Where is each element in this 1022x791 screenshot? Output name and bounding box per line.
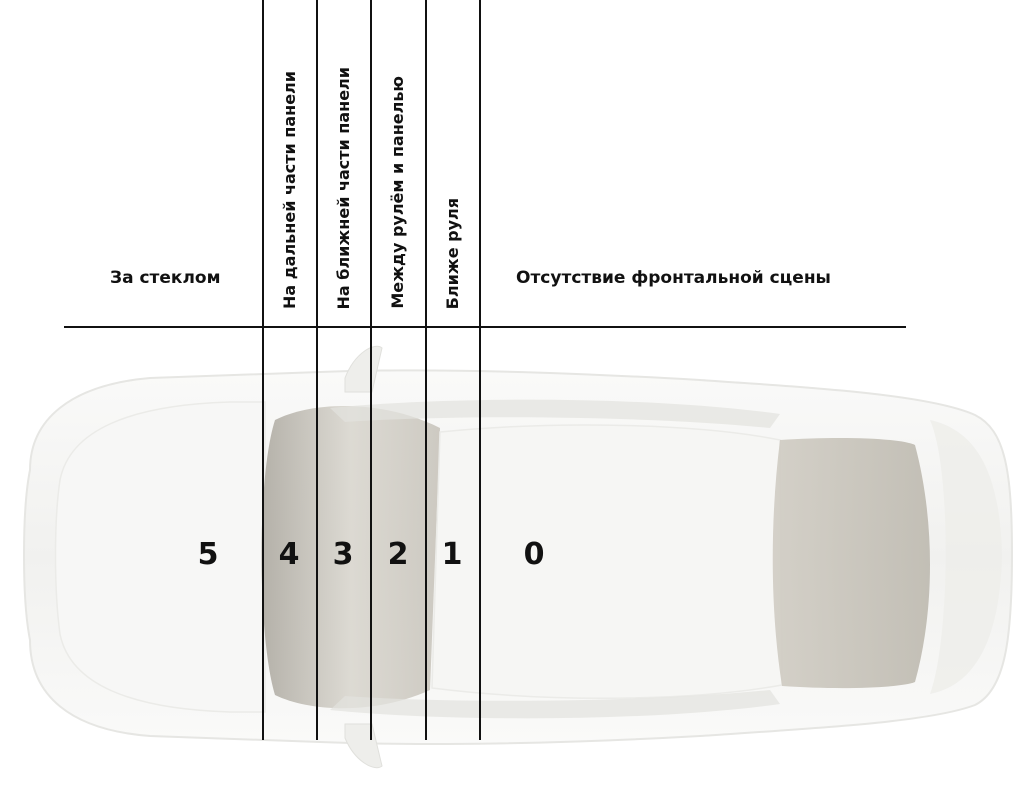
- zone-number-5: 5: [197, 537, 219, 572]
- side-mirror-bottom: [344, 723, 383, 769]
- zone-divider-line: [370, 0, 372, 740]
- zone-divider-line: [262, 0, 264, 740]
- zone-label-closer-than-wheel: Ближе руля: [443, 197, 462, 309]
- zone-label-near-panel: На ближней части панели: [334, 66, 353, 309]
- zone-number-4: 4: [278, 537, 300, 572]
- zone-divider-line: [425, 0, 427, 740]
- zone-divider-line: [316, 0, 318, 740]
- zone-number-1: 1: [441, 537, 463, 572]
- zone-divider-line: [479, 0, 481, 740]
- zone-label-no-front-scene: Отсутствие фронтальной сцены: [516, 268, 831, 288]
- zone-label-between-wheel-panel: Между рулём и панелью: [388, 76, 407, 309]
- zone-number-3: 3: [332, 537, 354, 572]
- header-divider-line: [64, 326, 906, 328]
- zone-label-behind-glass: За стеклом: [110, 268, 221, 288]
- rear-window: [772, 437, 930, 689]
- zone-label-far-panel: На дальней части панели: [280, 70, 299, 309]
- side-mirror-top: [344, 346, 383, 393]
- zone-number-2: 2: [387, 537, 409, 572]
- zone-number-0: 0: [523, 537, 545, 572]
- windshield: [261, 405, 440, 709]
